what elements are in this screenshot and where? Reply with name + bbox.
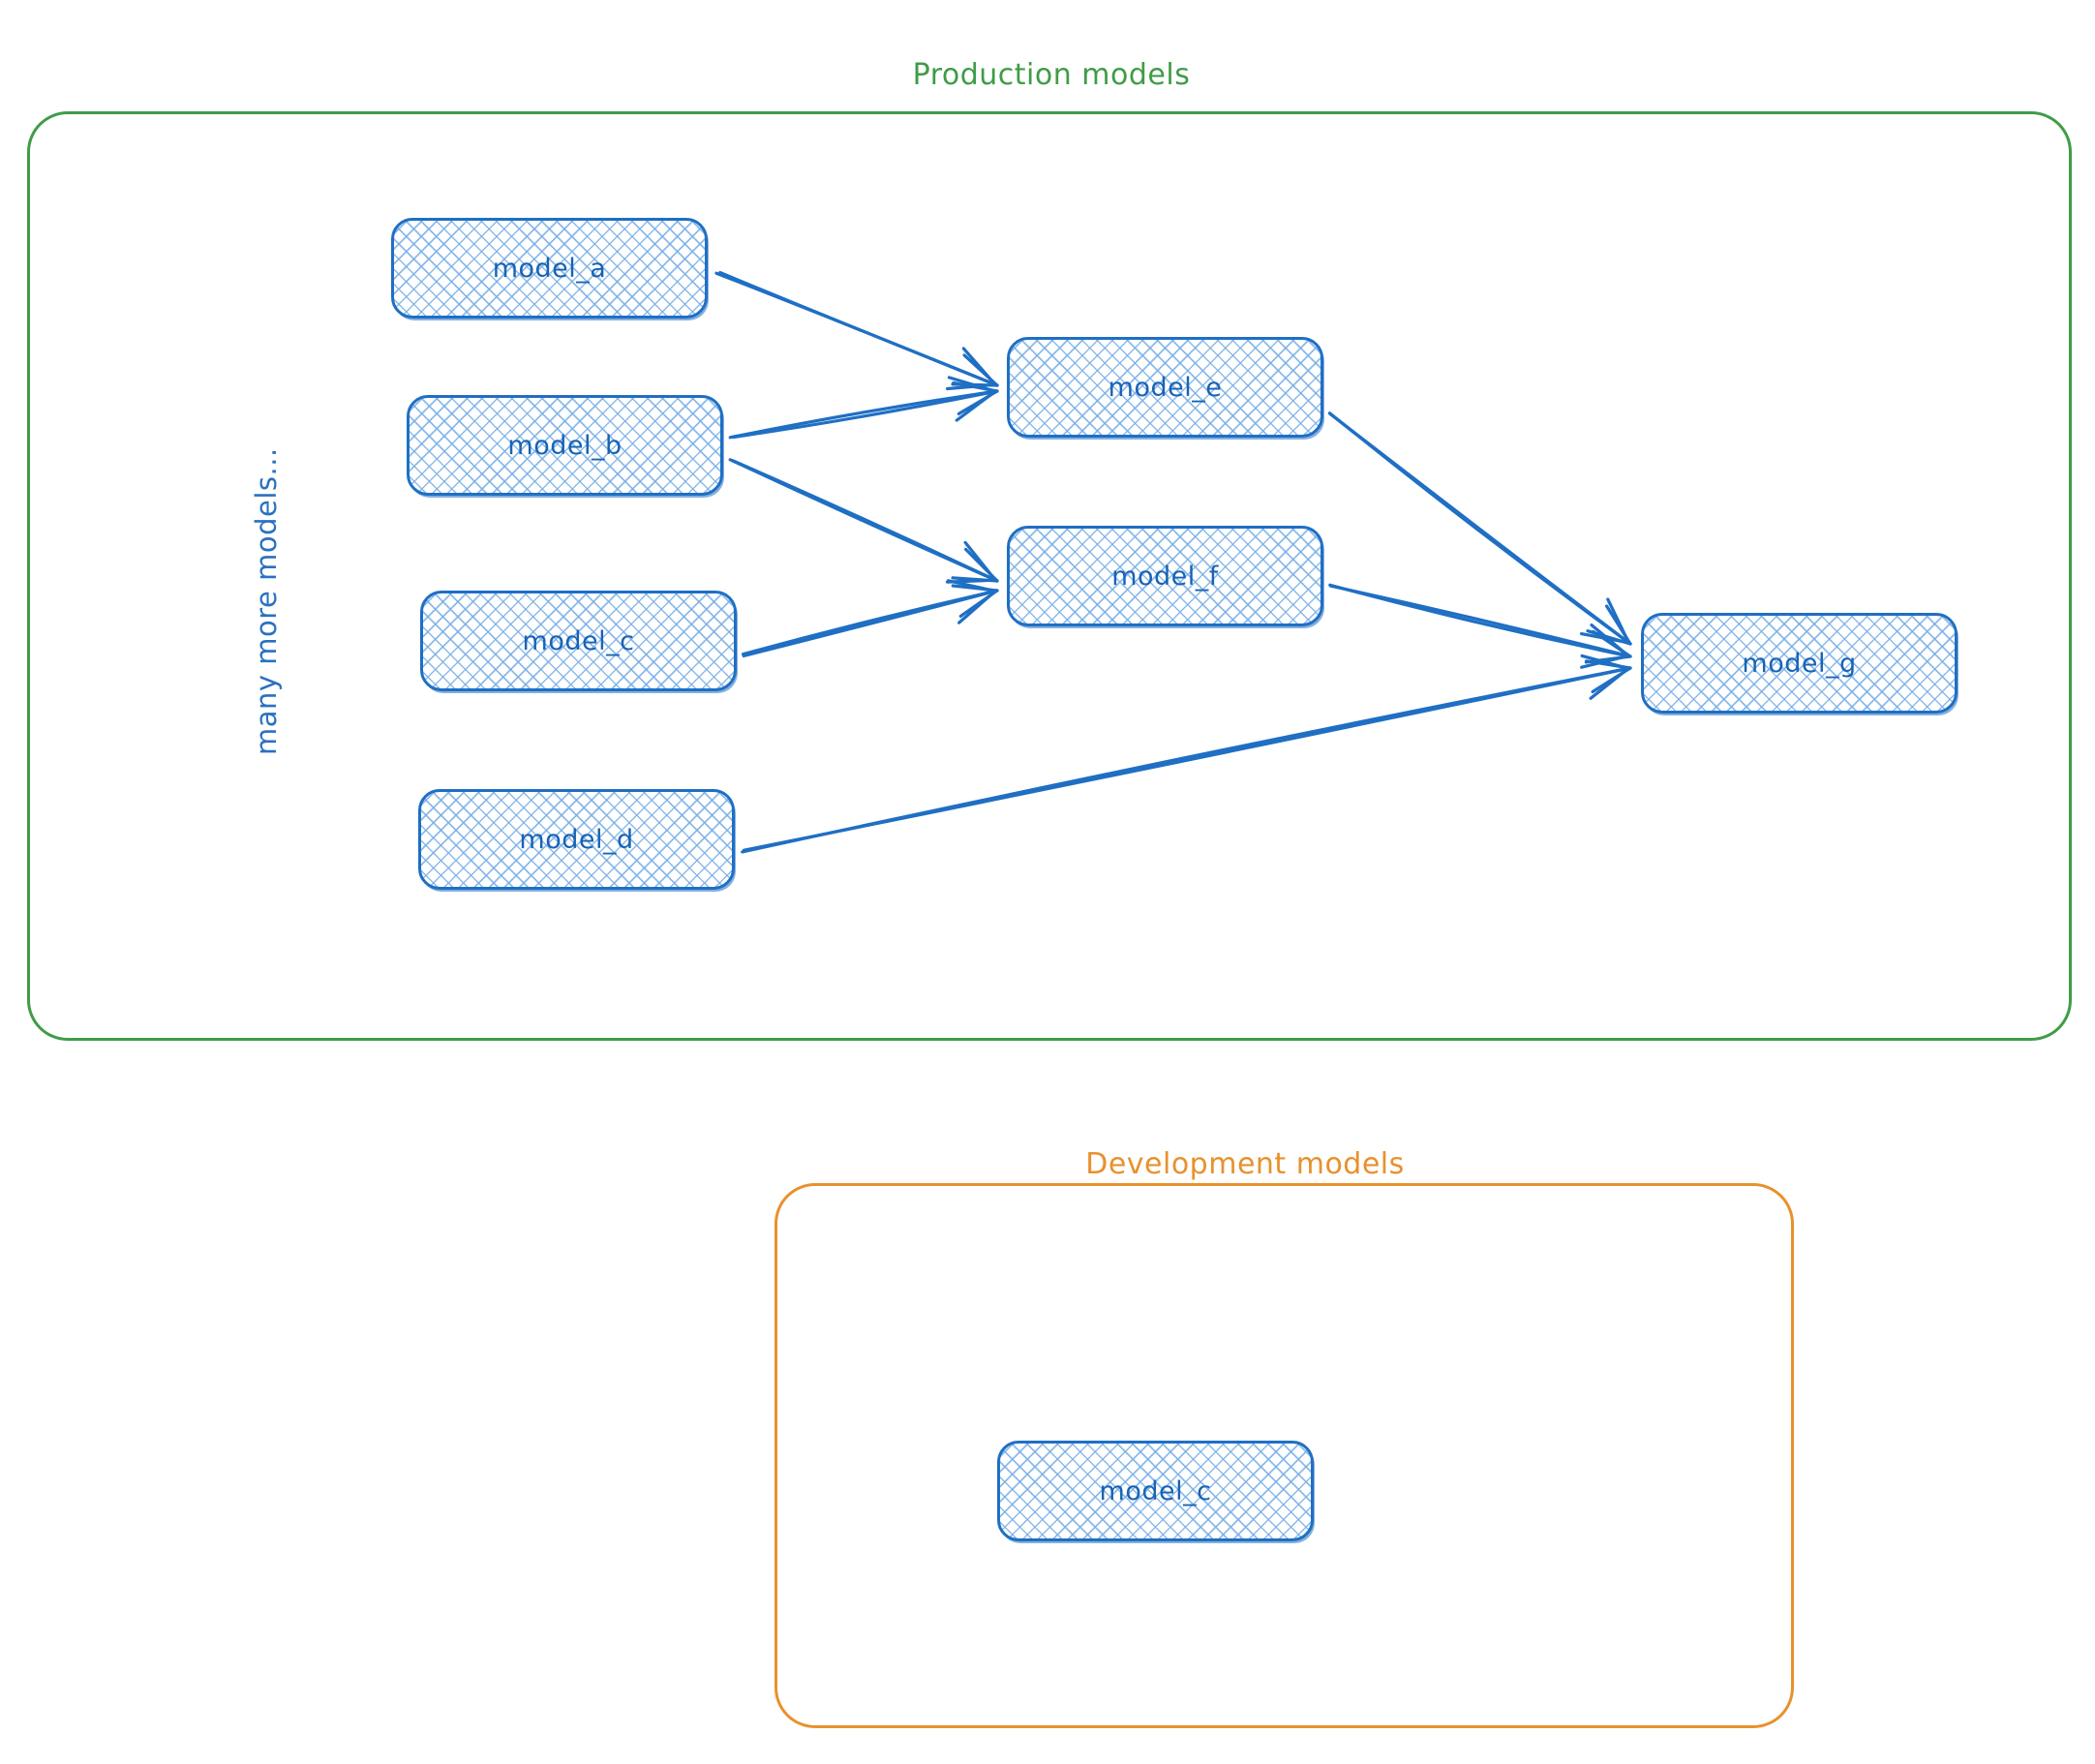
node-model_a[interactable]: model_a [391,218,708,319]
node-label: model_c [1099,1475,1212,1506]
node-model_c[interactable]: model_c [420,591,737,691]
node-label: model_a [492,253,607,284]
annotation-many-more: many more models... [250,447,283,755]
node-label: model_f [1111,561,1219,592]
group-label-development: Development models [1085,1147,1405,1181]
group-box-production [27,111,2072,1041]
node-model_f[interactable]: model_f [1007,526,1323,626]
node-label: model_c [522,625,635,656]
group-box-development [774,1183,1794,1728]
group-label-production: Production models [912,58,1191,92]
node-model_d[interactable]: model_d [418,789,735,890]
node-label: model_e [1108,372,1223,403]
node-model_g[interactable]: model_g [1641,613,1958,714]
node-label: model_d [519,824,634,855]
node-model_e[interactable]: model_e [1007,337,1323,438]
node-dev_model_c[interactable]: model_c [997,1441,1314,1541]
node-model_b[interactable]: model_b [407,395,723,496]
node-label: model_g [1742,648,1857,679]
node-label: model_b [507,430,622,461]
